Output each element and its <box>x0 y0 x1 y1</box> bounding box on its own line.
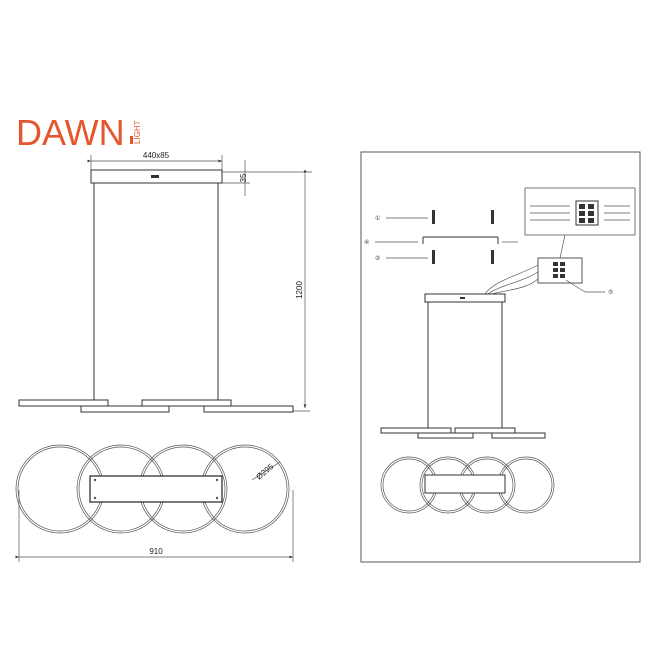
logo-sub: LIGHT <box>133 120 142 144</box>
ring-diameter-dimension: Ø295 <box>255 462 276 482</box>
width-dimension: 910 <box>149 547 163 556</box>
drop-dimension: 1200 <box>295 281 304 299</box>
canopy-dimension: 440x85 <box>143 151 170 160</box>
step-4-label: ④ <box>364 239 369 246</box>
canopy <box>90 169 223 184</box>
step-5-label: ⑤ <box>608 289 613 296</box>
side-view: 440x85 35 1200 <box>18 151 312 413</box>
logo-text: DAWN <box>16 112 125 153</box>
step-2-label: ② <box>375 255 380 262</box>
step-1-label: ① <box>375 215 380 222</box>
installation-panel: ① ④ ② ⑤ <box>360 151 641 563</box>
top-view: Ø295 910 <box>15 444 294 562</box>
canopy-height-dimension: 35 <box>239 173 248 182</box>
brand-logo: DAWN LIGHT <box>16 112 142 153</box>
